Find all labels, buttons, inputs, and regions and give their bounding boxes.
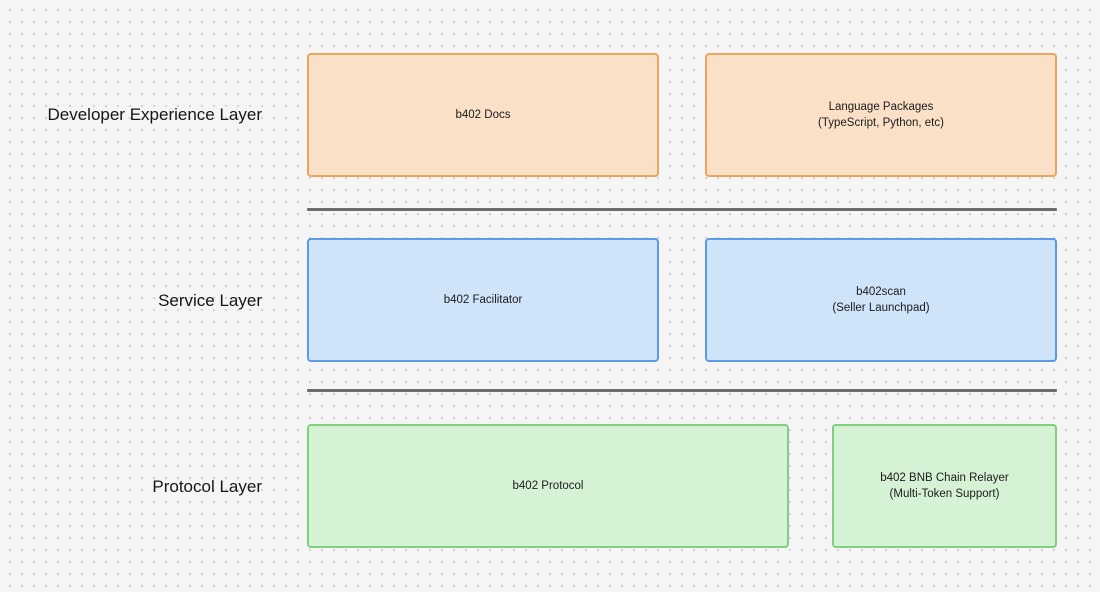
card-language-packages[interactable]: Language Packages (TypeScript, Python, e… — [705, 53, 1057, 177]
card-b402scan[interactable]: b402scan (Seller Launchpad) — [705, 238, 1057, 362]
layer-divider-1 — [307, 208, 1057, 211]
layer-label-developer-experience: Developer Experience Layer — [47, 105, 262, 124]
card-language-packages-title: Language Packages — [828, 101, 934, 113]
card-b402-protocol-title: b402 Protocol — [512, 480, 584, 492]
card-language-packages-subtitle: (TypeScript, Python, etc) — [818, 117, 944, 129]
card-b402scan-title: b402scan — [856, 286, 906, 298]
card-b402-docs-title: b402 Docs — [455, 109, 511, 121]
layer-label-protocol: Protocol Layer — [152, 477, 262, 496]
card-b402scan-subtitle: (Seller Launchpad) — [832, 302, 930, 314]
card-b402-facilitator[interactable]: b402 Facilitator — [307, 238, 659, 362]
layer-label-service: Service Layer — [158, 291, 262, 310]
card-b402-bnb-chain-relayer-subtitle: (Multi-Token Support) — [889, 488, 1000, 500]
card-b402-protocol[interactable]: b402 Protocol — [307, 424, 789, 548]
card-b402-facilitator-title: b402 Facilitator — [443, 294, 523, 306]
layer-divider-2 — [307, 389, 1057, 392]
card-b402-bnb-chain-relayer[interactable]: b402 BNB Chain Relayer (Multi-Token Supp… — [832, 424, 1057, 548]
card-b402-docs[interactable]: b402 Docs — [307, 53, 659, 177]
card-b402-bnb-chain-relayer-title: b402 BNB Chain Relayer — [880, 472, 1009, 484]
